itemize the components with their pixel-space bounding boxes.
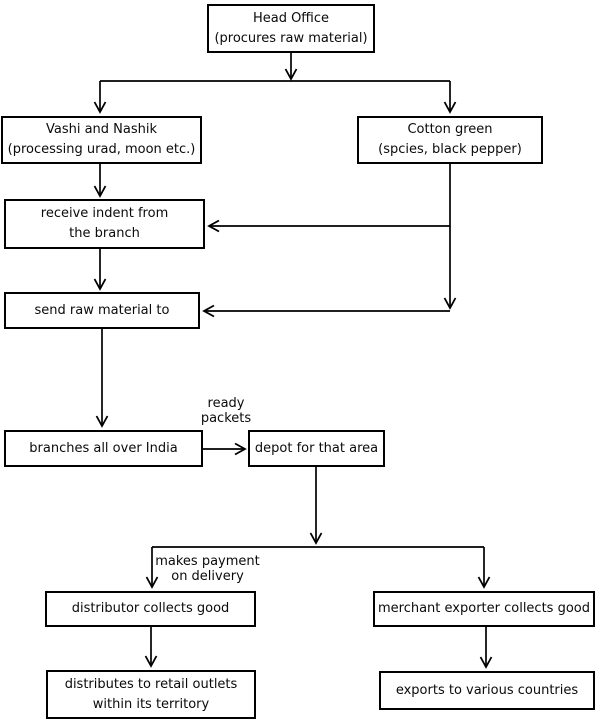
node-cotton-green-line1: Cotton green [407, 122, 493, 137]
edge-label-ready-packets: ready packets [186, 396, 266, 426]
node-merchant-exporter-line1: merchant exporter collects good [377, 601, 590, 616]
node-send-raw-material-line1: send raw material to [34, 302, 170, 318]
node-head-office-line2: (procures raw material) [214, 30, 368, 46]
edge-label-ready-packets-line1: ready [207, 396, 245, 411]
edge-label-ready-packets-line2: packets [200, 411, 252, 426]
node-retail-outlets-line1: distributes to retail outlets [64, 676, 238, 692]
node-retail-outlets: distributes to retail outlets within its… [46, 670, 256, 719]
node-vashi-nashik: Vashi and Nashik (processing urad, moon … [1, 116, 202, 164]
node-cotton-green: Cotton green (spcies, black pepper) [357, 116, 543, 164]
node-head-office: Head Office (procures raw material) [207, 4, 375, 53]
node-receive-indent-line1: receive indent from [40, 206, 169, 221]
node-retail-outlets-line2: within its territory [92, 696, 210, 712]
node-receive-indent: receive indent from the branch [4, 199, 205, 249]
node-head-office-line1: Head Office [252, 10, 330, 26]
node-exports: exports to various countries [379, 671, 595, 710]
node-receive-indent-line2: the branch [69, 226, 140, 241]
node-vashi-nashik-line1: Vashi and Nashik [45, 122, 158, 137]
node-branches-india-line1: branches all over India [29, 440, 178, 456]
edge-label-makes-payment-line2: on delivery [171, 569, 244, 584]
node-vashi-nashik-line2: (processing urad, moon etc.) [7, 142, 196, 157]
node-distributor: distributor collects good [45, 591, 256, 627]
edge-label-makes-payment: makes payment on delivery [155, 554, 260, 584]
edge-label-makes-payment-line1: makes payment [155, 554, 260, 569]
node-cotton-green-line2: (spcies, black pepper) [378, 142, 522, 157]
node-send-raw-material: send raw material to [4, 292, 200, 329]
node-exports-line1: exports to various countries [395, 682, 579, 698]
node-merchant-exporter: merchant exporter collects good [373, 591, 595, 627]
node-distributor-line1: distributor collects good [71, 601, 230, 616]
node-depot-line1: depot for that area [254, 440, 379, 456]
node-depot: depot for that area [248, 430, 385, 467]
node-branches-india: branches all over India [4, 430, 203, 467]
